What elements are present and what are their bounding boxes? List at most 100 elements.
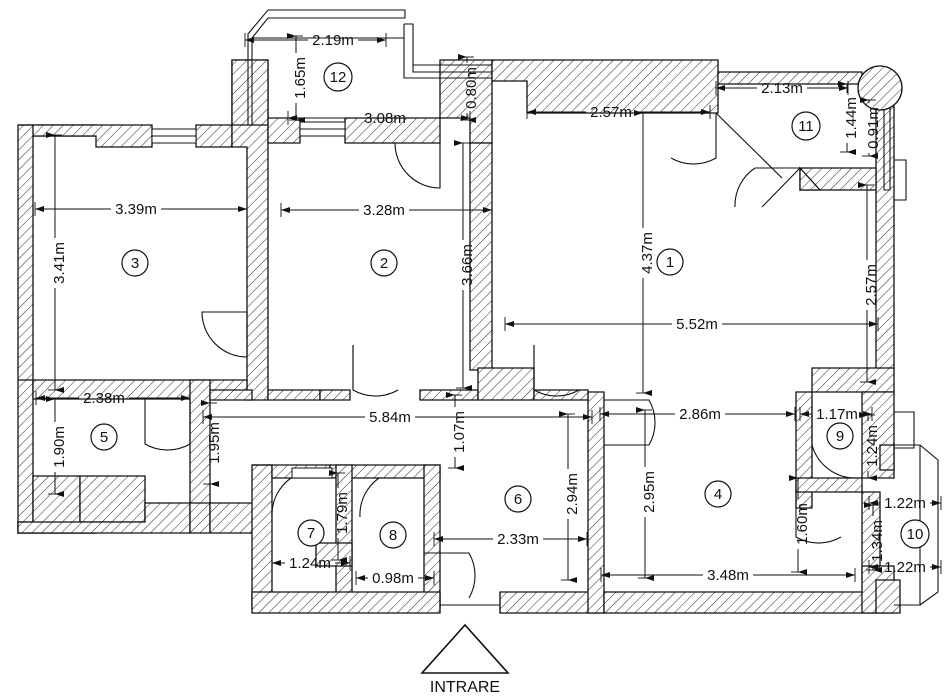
room-badge-circle <box>656 248 684 276</box>
room-number-label: 11 <box>798 118 814 135</box>
room-number-label: 12 <box>330 69 347 86</box>
room-number-label: 6 <box>514 491 522 508</box>
dimension-horizontal: 3.48m <box>600 567 856 584</box>
door-leaf-room11-b <box>761 167 801 208</box>
room-badge-9: 9 <box>826 422 854 450</box>
room-badge-4: 4 <box>704 480 732 508</box>
dimension-label: 0.80m <box>463 67 480 109</box>
dimension-label: 1.65m <box>292 57 309 99</box>
room-badge-circle <box>90 423 118 451</box>
entrance-marker: INTRARE <box>420 623 510 696</box>
room-badge-circle <box>791 111 821 141</box>
dimension-vertical: 2.95m <box>636 407 658 581</box>
dimension-label: 1.17m <box>816 406 858 423</box>
door-swings-layer <box>144 112 858 599</box>
balcony12-outline <box>247 9 406 125</box>
door-swing-room3 <box>201 311 248 358</box>
dimension-horizontal: 2.38m <box>35 390 191 407</box>
dimension-label: 3.48m <box>707 567 749 584</box>
wall-room11-angle <box>799 166 822 191</box>
door-swing-room9 <box>811 400 858 479</box>
balcony12-inner-right <box>403 38 492 79</box>
bay-right-middle <box>894 411 915 449</box>
dimension-label: 2.57m <box>863 264 880 306</box>
round-column <box>857 65 903 111</box>
wall-hall-top-c <box>319 389 351 401</box>
dimension-label: 1.60m <box>794 503 811 545</box>
dimension-label: 4.37m <box>639 232 656 274</box>
wall-hall-bottom-a <box>189 502 211 534</box>
dimension-horizontal: 1.17m <box>799 406 873 423</box>
room-badge-circle <box>370 249 398 277</box>
door-swing-room10 <box>795 492 842 544</box>
dimension-label: 1.22m <box>884 559 926 576</box>
wall-hall-top-a <box>209 389 253 401</box>
dimension-label: 2.19m <box>312 32 354 49</box>
wall-room10-bottom-b <box>875 579 901 614</box>
dimension-label: 5.52m <box>676 316 718 333</box>
entrance-threshold <box>439 592 501 613</box>
wall-exterior-left <box>17 124 97 534</box>
room-number-label: 5 <box>100 429 108 446</box>
room-number-label: 8 <box>389 527 397 544</box>
dimension-label: 1.95m <box>206 422 223 464</box>
dimension-horizontal: 3.39m <box>34 201 248 218</box>
entrance-triangle-icon <box>420 623 510 674</box>
room-badge-3: 3 <box>121 249 149 277</box>
wall-left-of-room7 <box>251 464 273 609</box>
dimension-vertical: 0.80m <box>458 54 480 123</box>
door-swing-room7 <box>271 477 336 518</box>
room-badge-circle <box>297 519 325 547</box>
dimension-label: 2.95m <box>641 471 658 513</box>
dimension-vertical: 0.91m <box>860 97 882 159</box>
dimension-label: 3.08m <box>364 110 406 127</box>
dimension-vertical: 1.79m <box>329 470 351 563</box>
dimension-vertical: 1.95m <box>201 400 223 487</box>
door-swing-room11-b <box>734 167 800 208</box>
dimension-vertical: 3.41m <box>46 132 68 393</box>
dimension-label: 2.94m <box>564 473 581 515</box>
dimension-horizontal: 3.28m <box>280 202 493 219</box>
wall-room4-bottom <box>603 591 877 614</box>
room-number-label: 4 <box>714 486 722 503</box>
door-swing-room6-entry <box>424 552 476 599</box>
dimension-label: 3.39m <box>115 201 157 218</box>
dimension-vertical: 3.66m <box>454 140 476 391</box>
wall-top-room2-a <box>267 117 301 144</box>
wall-hall-top-b <box>267 389 321 401</box>
door-swing-room8 <box>359 477 424 518</box>
room-number-label: 2 <box>380 255 388 272</box>
entrance-label: INTRARE <box>430 679 500 696</box>
room-badge-2: 2 <box>370 249 398 277</box>
dimension-label: 1.07m <box>451 411 468 453</box>
dimension-horizontal: 5.84m <box>202 409 593 426</box>
room-badge-circle <box>379 521 407 549</box>
dimension-horizontal: 2.86m <box>599 406 796 423</box>
dimension-label: 3.41m <box>51 242 68 284</box>
dimension-label: 2.38m <box>83 390 125 407</box>
dimension-label: 3.66m <box>459 244 476 286</box>
door-swing-room11-a <box>670 113 717 165</box>
dimension-vertical: 2.94m <box>559 411 581 583</box>
door-swing-room2-bottom <box>352 345 399 397</box>
door-swing-room4 <box>604 399 656 446</box>
dimension-label: 1.24m <box>289 555 331 572</box>
dimension-label: 2.13m <box>761 80 803 97</box>
dimension-horizontal: 2.57m <box>526 104 711 121</box>
dimension-label: 2.33m <box>497 531 539 548</box>
room-number-label: 9 <box>836 428 844 445</box>
dimension-vertical: 2.57m <box>858 182 880 385</box>
door-swing-room1 <box>533 345 580 397</box>
dimension-label: 3.28m <box>363 202 405 219</box>
wall-room10-top <box>879 444 895 471</box>
wall-right-step <box>811 367 895 393</box>
dimension-horizontal: 5.52m <box>504 316 879 333</box>
dimension-label: 1.24m <box>864 425 881 467</box>
dimension-vertical: 1.65m <box>287 33 309 123</box>
room-badge-11: 11 <box>791 111 821 141</box>
wall-hall-top-e <box>533 389 589 401</box>
room-number-label: 1 <box>666 254 674 271</box>
